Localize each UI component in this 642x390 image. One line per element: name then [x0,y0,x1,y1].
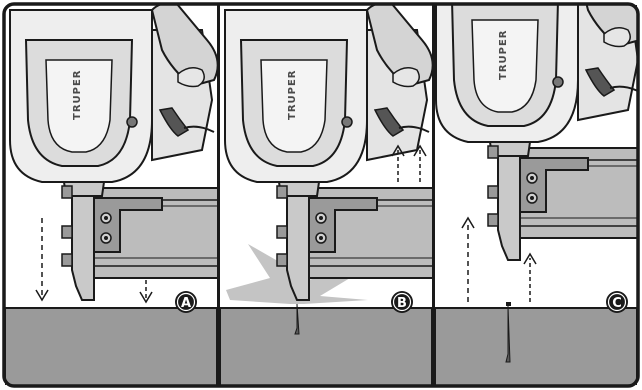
up-arrow-right-c [523,252,537,302]
svg-text:A: A [181,296,191,311]
nail-head-c [506,302,511,306]
brand-lettering-b: TRUPER [287,69,298,120]
up-arrow-right-b [413,144,427,182]
up-arrow-left-c [461,216,475,302]
up-arrow-left-b [391,144,405,182]
panel-marker-a: A [174,290,198,314]
nail-b [294,303,300,335]
down-arrow-right-a [139,280,153,304]
brand-lettering-c: TRUPER [498,29,509,80]
panel-b: B [220,5,432,385]
panel-a: A TRUPER [5,5,217,385]
svg-text:B: B [397,296,407,311]
nail-c [505,305,511,363]
down-arrow-left-a [35,218,49,302]
workpiece-c [435,307,637,385]
panel-marker-c: C [605,290,629,314]
panel-marker-b: B [390,290,414,314]
workpiece-a [5,307,217,385]
brand-lettering-a: TRUPER [72,69,83,120]
svg-text:C: C [612,296,622,311]
panel-c: C [435,5,637,385]
workpiece-b [220,307,432,385]
